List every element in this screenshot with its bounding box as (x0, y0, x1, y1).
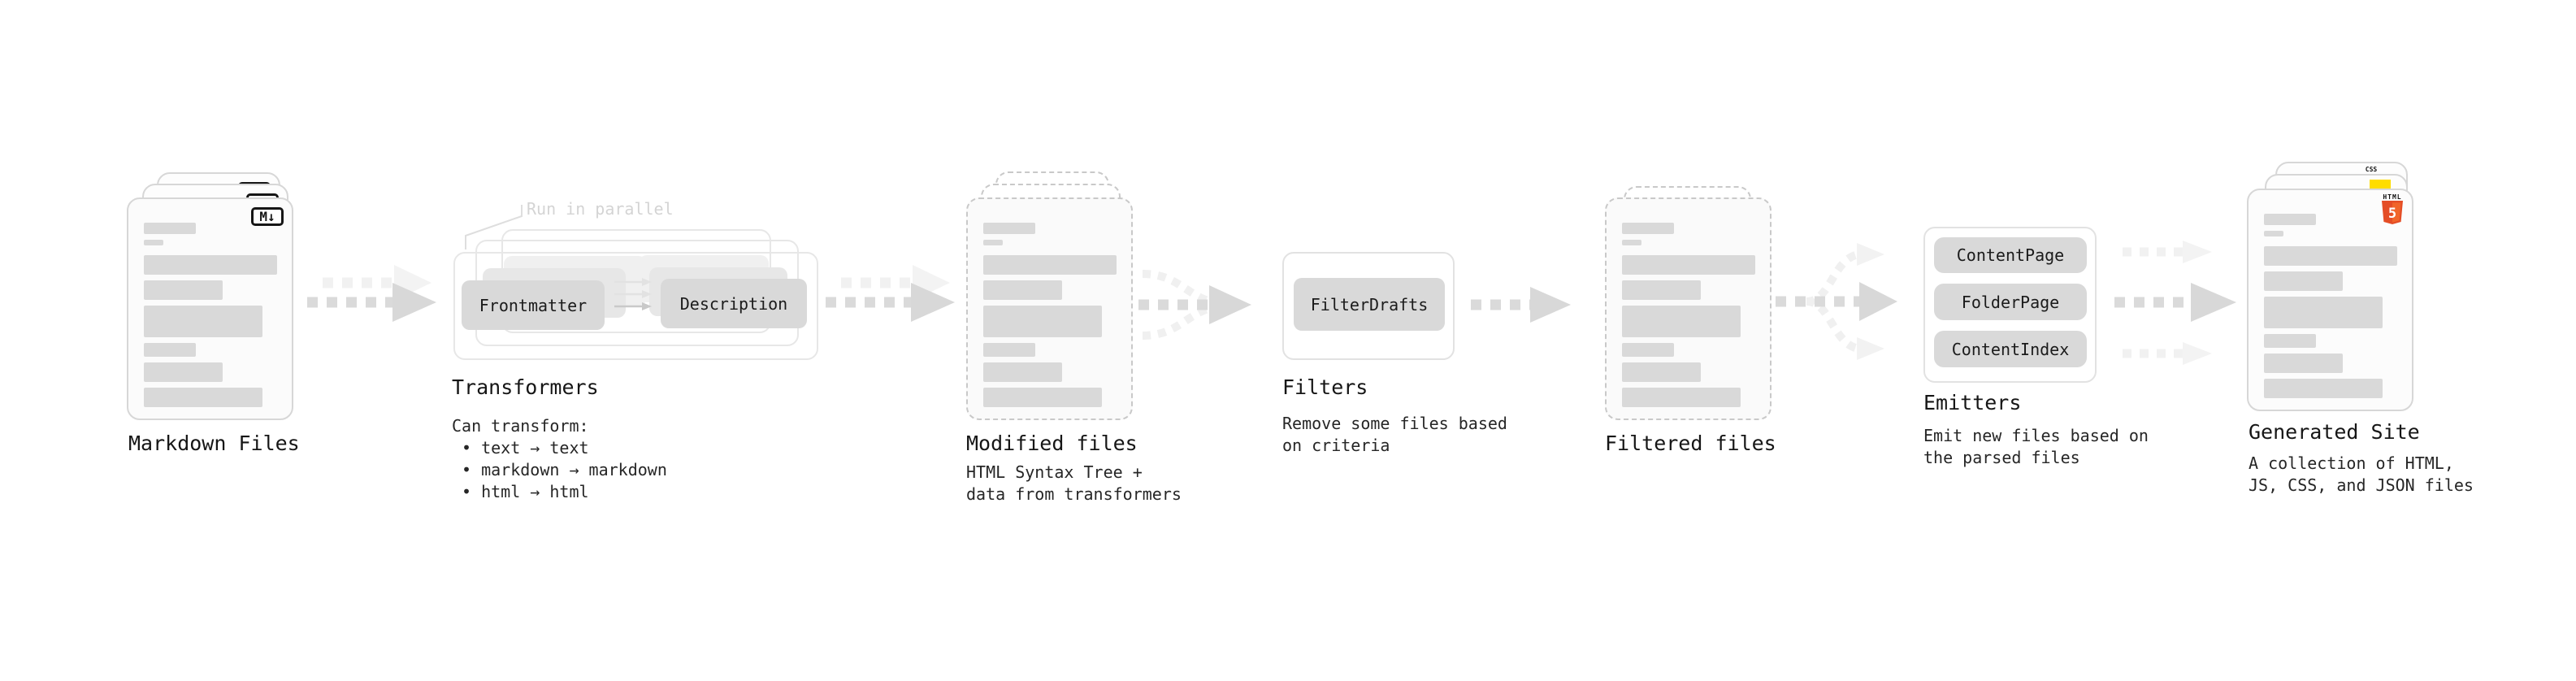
text-placeholder-bar (2264, 246, 2397, 266)
transformers-bullet: • html → html (462, 482, 589, 501)
text-placeholder-bar (2264, 271, 2343, 291)
text-placeholder-bar (144, 240, 163, 245)
text-placeholder-bar (2264, 297, 2383, 328)
arrowhead-icon (911, 283, 955, 322)
modified-files-caption: data from transformers (966, 484, 1182, 504)
text-placeholder-bar (983, 343, 1035, 357)
filters-caption: Remove some files based (1282, 414, 1507, 433)
text-placeholder-bar (1622, 280, 1701, 300)
html5-icon: HTML 5 (2380, 193, 2405, 228)
text-placeholder-bar (983, 362, 1062, 382)
text-placeholder-bar (2264, 231, 2283, 236)
modified-files-title: Modified files (966, 432, 1138, 455)
svg-text:5: 5 (2388, 206, 2396, 222)
filtered-file-card-front (1605, 197, 1772, 420)
modified-files-caption: HTML Syntax Tree + (966, 462, 1143, 482)
filters-caption: on criteria (1282, 436, 1390, 455)
filter-drafts-chip: FilterDrafts (1294, 278, 1445, 331)
emitters-title: Emitters (1923, 391, 2022, 414)
filters-title: Filters (1282, 375, 1368, 399)
arrowhead-icon (1859, 282, 1897, 321)
arrowhead-icon (1209, 285, 1251, 324)
transformers-bullet: • markdown → markdown (462, 460, 667, 479)
text-placeholder-bar (144, 388, 262, 407)
text-placeholder-bar (144, 280, 223, 300)
text-placeholder-bar (144, 223, 196, 234)
text-placeholder-bar (983, 255, 1117, 275)
text-placeholder-bar (1622, 362, 1701, 382)
generated-site-caption: A collection of HTML, (2249, 453, 2454, 473)
arrowhead-icon (2183, 241, 2212, 263)
transformer-step-description: Description (661, 279, 807, 328)
flow-arrow-filtered-to-emitters (1776, 243, 1897, 360)
filtered-files-title: Filtered files (1605, 432, 1776, 455)
transformer-step-frontmatter: Frontmatter (462, 280, 605, 330)
flow-arrow-markdown-to-transformers (307, 265, 436, 322)
text-placeholder-bar (1622, 306, 1741, 337)
arrowhead-icon (1857, 337, 1884, 360)
text-placeholder-bar (1622, 255, 1755, 275)
text-placeholder-bar (144, 255, 277, 275)
text-placeholder-bar (144, 306, 262, 337)
text-placeholder-bar (144, 343, 196, 357)
text-placeholder-bar (1622, 223, 1674, 234)
generated-site-caption: JS, CSS, and JSON files (2249, 475, 2474, 495)
arrowhead-icon (392, 283, 436, 322)
transformers-title: Transformers (452, 375, 599, 399)
transformers-bullet: • text → text (462, 438, 589, 458)
modified-file-card-front (966, 197, 1133, 420)
text-placeholder-bar (2264, 379, 2383, 398)
emitter-folder-page-chip: FolderPage (1934, 284, 2087, 320)
generated-site-title: Generated Site (2249, 420, 2420, 444)
annotation-leader-line (465, 205, 523, 249)
text-placeholder-bar (2264, 214, 2316, 225)
text-placeholder-bar (983, 306, 1102, 337)
markdown-file-card-front: M↓ (127, 197, 293, 420)
emitters-caption: Emit new files based on (1923, 426, 2149, 445)
flow-arrow-transformers-to-modified (826, 265, 955, 322)
flow-arrow-filters-to-filtered (1471, 287, 1571, 323)
parallel-arrows-icon (614, 278, 652, 310)
site-file-card-front: HTML 5 (2247, 189, 2413, 411)
text-placeholder-bar (1622, 388, 1741, 407)
run-in-parallel-annotation: Run in parallel (527, 199, 674, 219)
flow-arrow-modified-to-filters (1138, 270, 1251, 340)
emitter-content-index-chip: ContentIndex (1934, 331, 2087, 367)
emitter-content-page-chip: ContentPage (1934, 237, 2087, 273)
text-placeholder-bar (983, 280, 1062, 300)
text-placeholder-bar (983, 223, 1035, 234)
text-placeholder-bar (2264, 354, 2343, 373)
text-placeholder-bar (1622, 343, 1674, 357)
arrowhead-icon (1530, 287, 1571, 323)
text-placeholder-bar (1622, 240, 1641, 245)
emitters-caption: the parsed files (1923, 448, 2080, 467)
markdown-icon: M↓ (251, 207, 284, 226)
text-placeholder-bar (144, 362, 223, 382)
markdown-files-title: Markdown Files (128, 432, 300, 455)
arrowhead-icon (2191, 283, 2236, 322)
text-placeholder-bar (983, 388, 1102, 407)
transformer-frame-front (453, 252, 818, 360)
flow-arrow-emitters-to-site (2114, 241, 2236, 365)
text-placeholder-bar (2264, 334, 2316, 348)
transformers-caption: Can transform: (452, 416, 589, 436)
arrowhead-icon (1857, 243, 1884, 266)
text-placeholder-bar (983, 240, 1003, 245)
javascript-icon (2370, 180, 2391, 190)
arrowhead-icon (2183, 342, 2212, 365)
